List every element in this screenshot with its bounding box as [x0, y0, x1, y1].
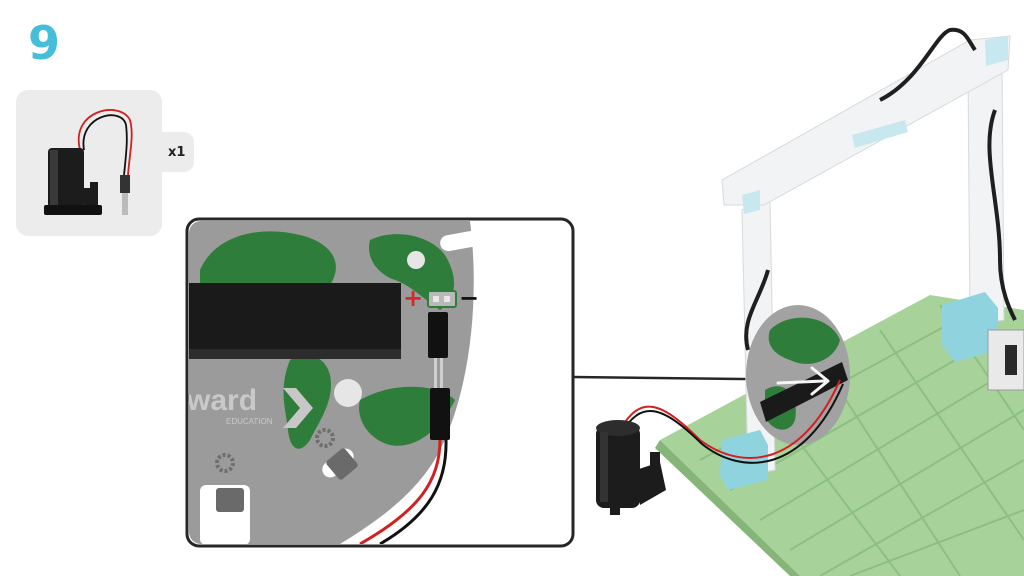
gear-icon — [215, 453, 235, 473]
negative-symbol: − — [459, 284, 479, 312]
board-logo-subtext: EDUCATION — [226, 417, 273, 426]
board-logo-text: ward — [186, 384, 257, 417]
arrow-icon — [776, 366, 830, 396]
quantity-label: x1 — [168, 145, 186, 160]
quantity-tab — [158, 132, 194, 172]
zoom-callout-frame — [185, 217, 575, 548]
assembled-model-illustration — [596, 27, 1024, 576]
gear-icon — [315, 428, 335, 448]
zoom-callout-content — [189, 221, 571, 544]
pump-part-illustration — [44, 109, 133, 215]
positive-symbol: + — [403, 284, 423, 312]
step-number: 9 — [28, 16, 61, 70]
